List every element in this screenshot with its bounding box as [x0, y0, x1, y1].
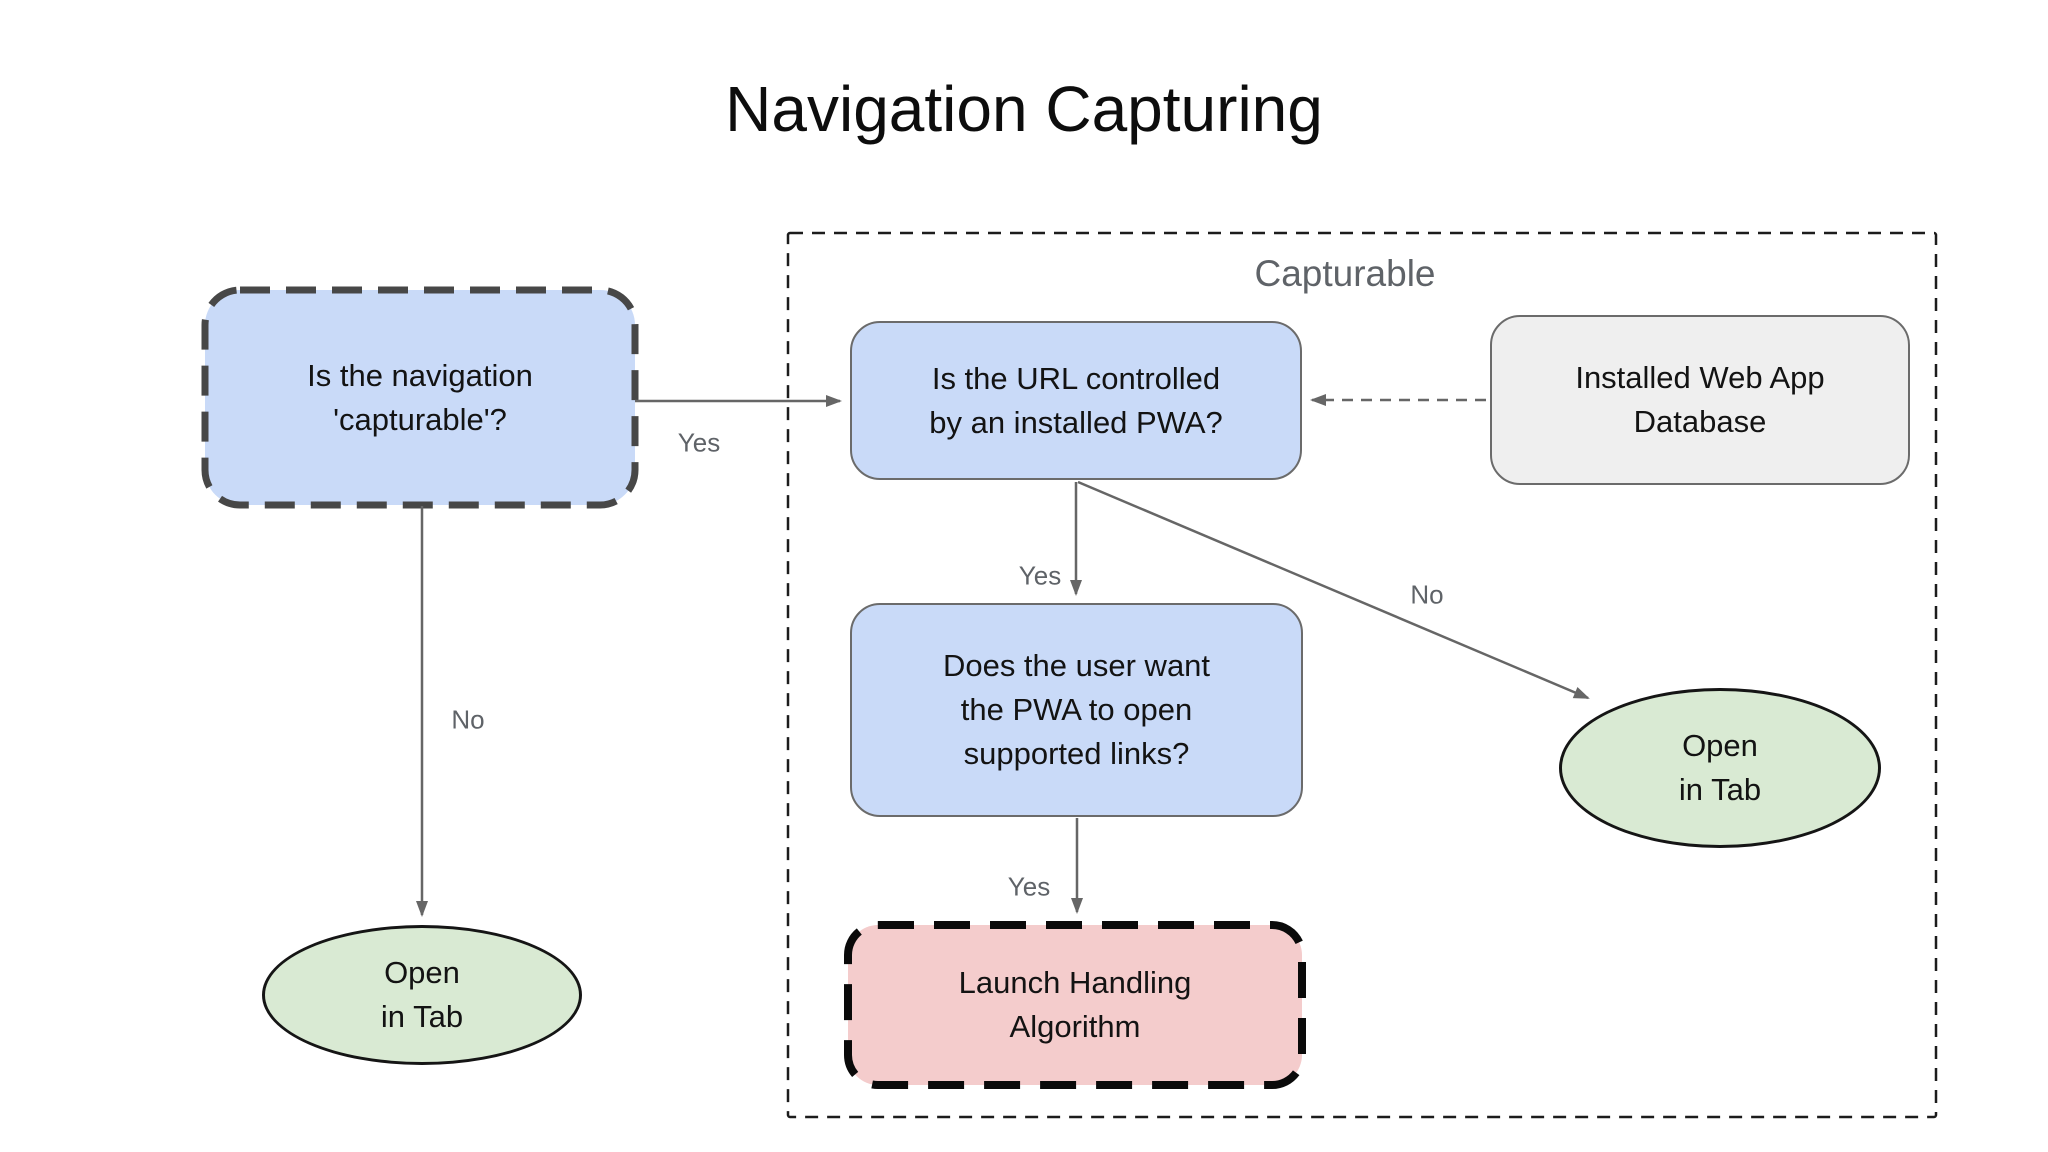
node-url-controlled-by-pwa: Is the URL controlled by an installed PW…	[850, 321, 1302, 480]
edge-label-capturable-yes: Yes	[677, 427, 721, 458]
edge-label-url-yes: Yes	[1018, 560, 1062, 591]
node-installed-web-app-database: Installed Web App Database	[1490, 315, 1910, 485]
edge-label-capturable-no: No	[451, 704, 485, 735]
diagram-title: Navigation Capturing	[725, 73, 1323, 145]
node-is-navigation-capturable: Is the navigation 'capturable'?	[205, 290, 635, 505]
edge-label-links-yes: Yes	[1007, 871, 1051, 902]
capturable-group-label: Capturable	[1254, 253, 1436, 294]
node-user-wants-supported-links: Does the user want the PWA to open suppo…	[850, 603, 1303, 817]
node-launch-handling-algorithm: Launch Handling Algorithm	[848, 925, 1302, 1085]
edge-label-url-no: No	[1410, 579, 1444, 610]
node-open-in-tab-right: Open in Tab	[1559, 688, 1881, 848]
node-open-in-tab-left: Open in Tab	[262, 925, 582, 1065]
